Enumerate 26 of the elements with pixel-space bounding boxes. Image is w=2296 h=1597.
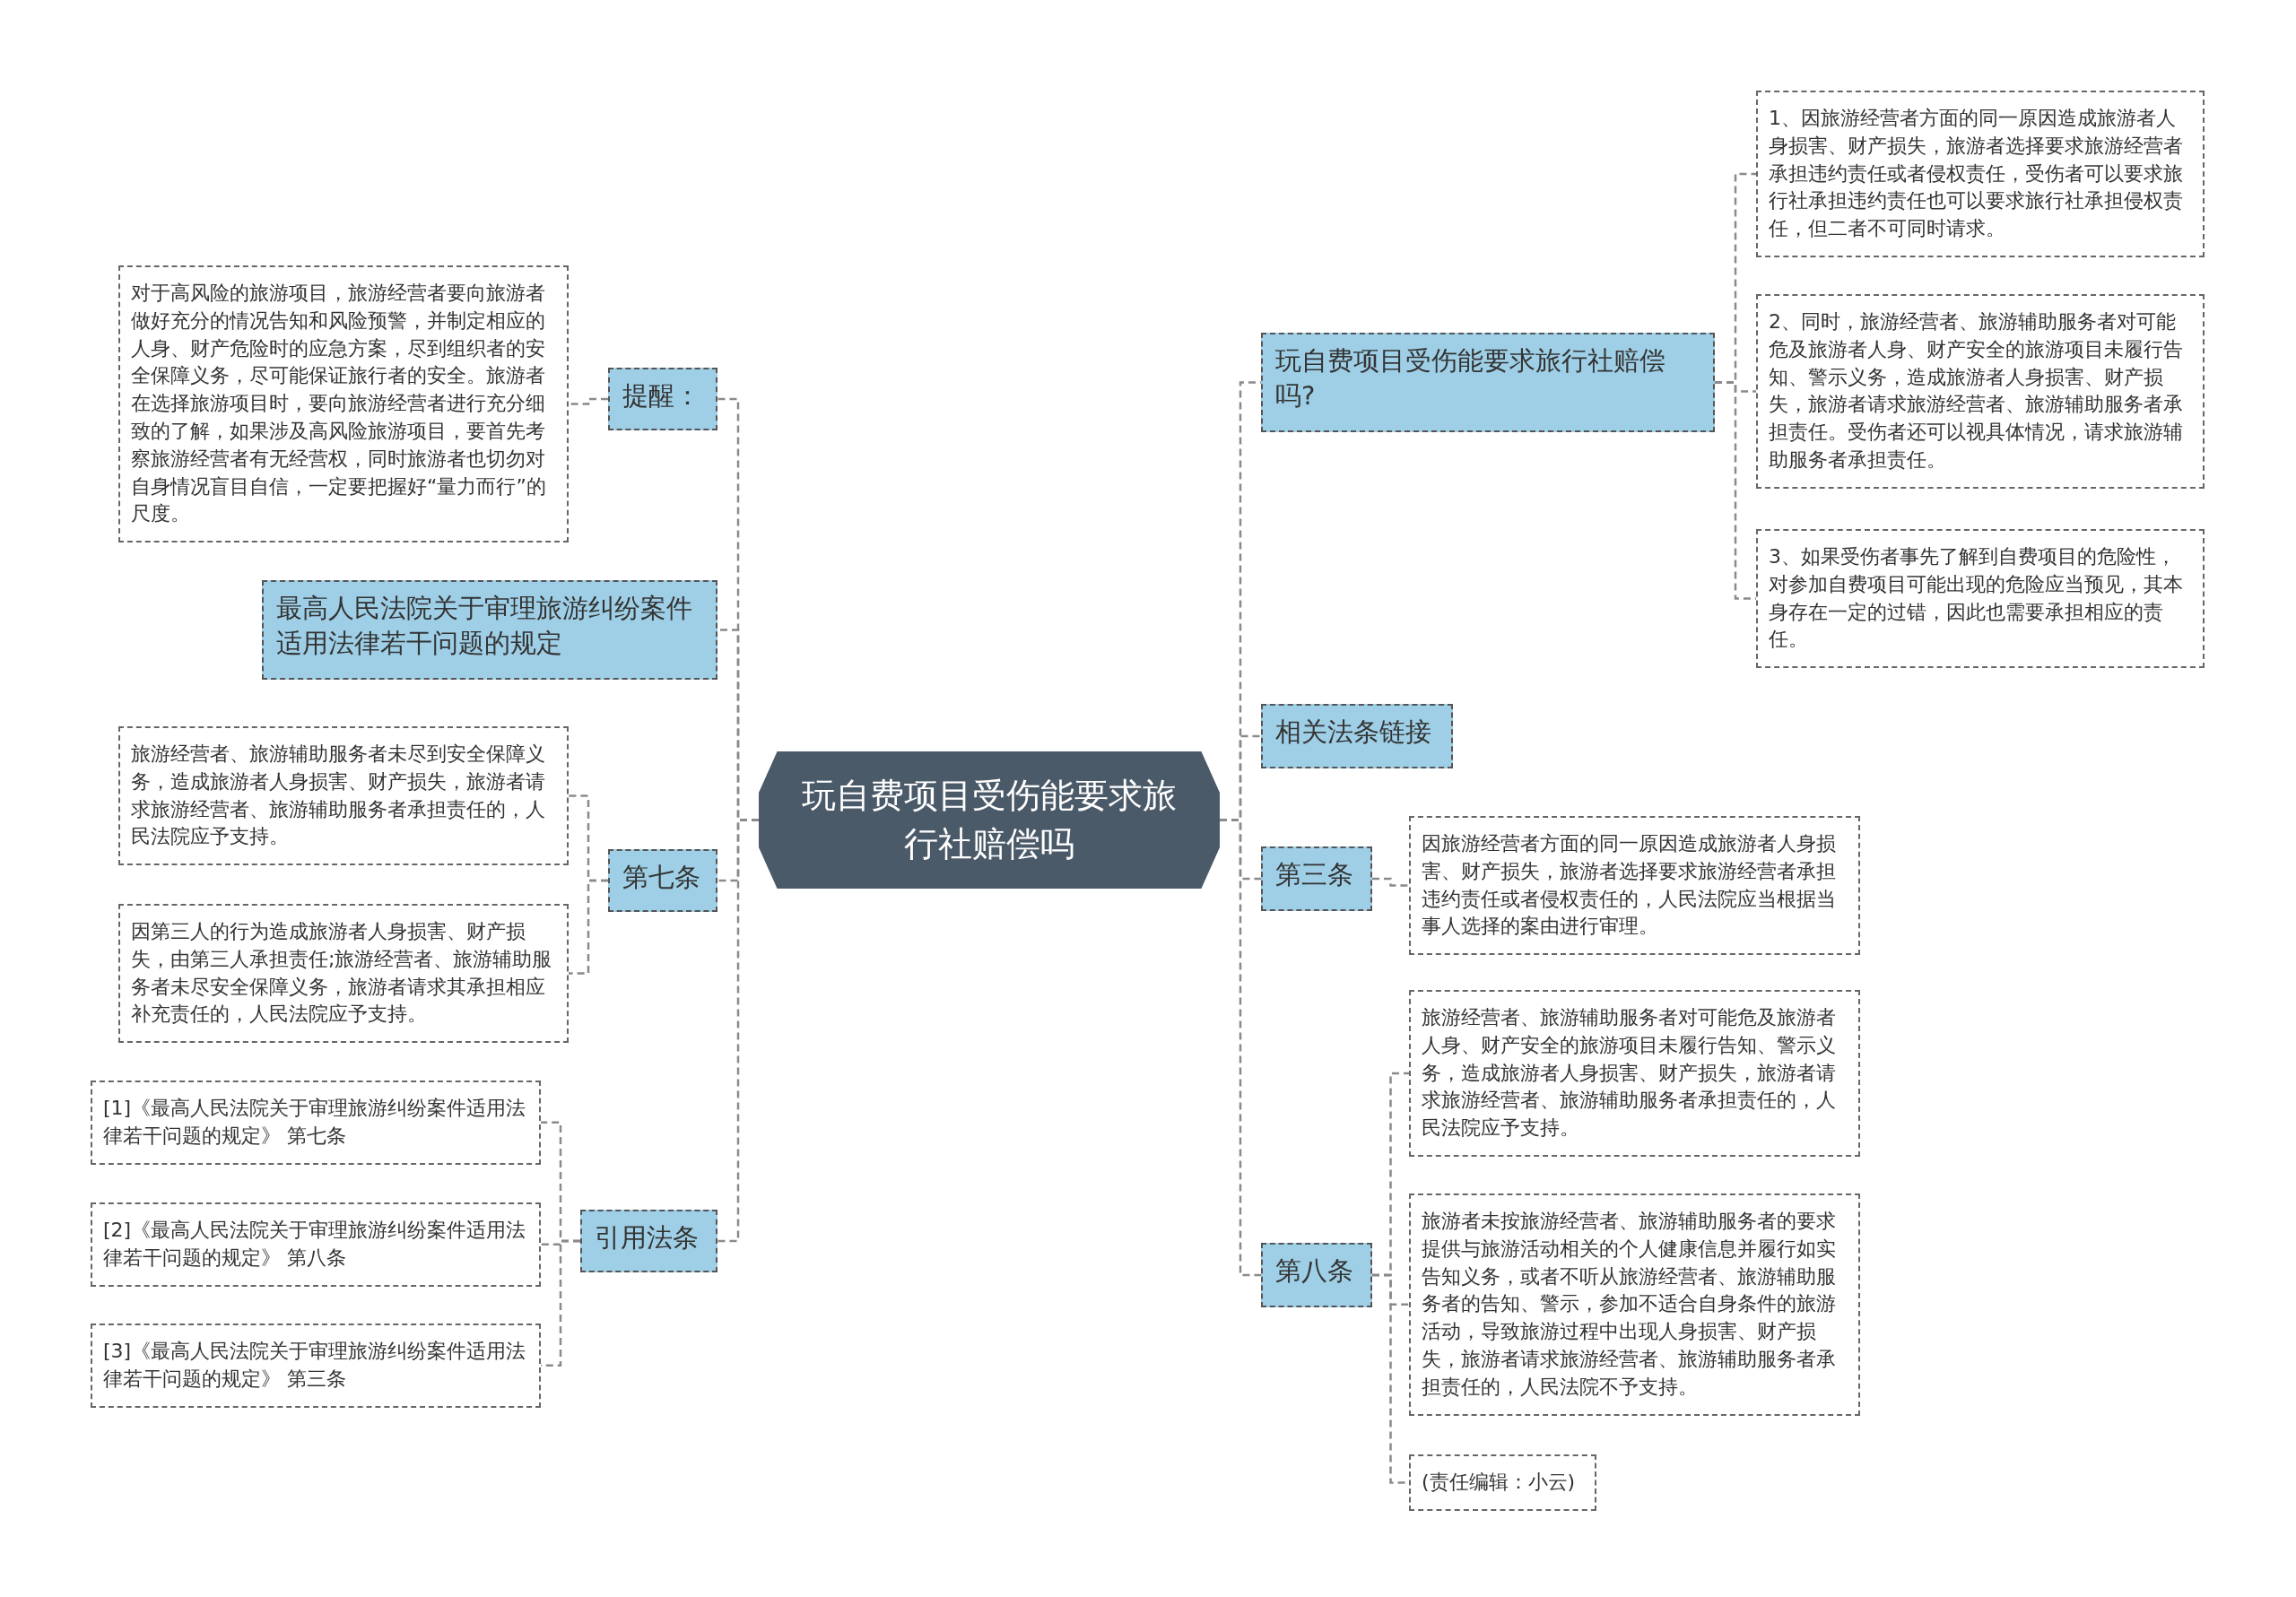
note-card: 2、同时，旅游经营者、旅游辅助服务者对可能危及旅游者人身、财产安全的旅游项目未履行告知、警示义务，造成旅游者人身损害、财产损失，旅游者请求旅游经营者、旅游辅助服务者承担责任。受伤者还可以视具体情况，请求旅游辅助服务者承担责任。 [1756,294,2205,489]
note-card: 旅游经营者、旅游辅助服务者对可能危及旅游者人身、财产安全的旅游项目未履行告知、警示义务，造成旅游者人身损害、财产损失，旅游者请求旅游经营者、旅游辅助服务者承担责任的，人民法院应予支持。 [1409,990,1860,1157]
topic-box: 第七条 [608,849,718,912]
note-card: 因旅游经营者方面的同一原因造成旅游者人身损害、财产损失，旅游者选择要求旅游经营者承担违约责任或者侵权责任的，人民法院应当根据当事人选择的案由进行审理。 [1409,816,1860,956]
topic-box: 提醒： [608,368,718,430]
note-card: 1、因旅游经营者方面的同一原因造成旅游者人身损害、财产损失，旅游者选择要求旅游经营者承担违约责任或者侵权责任，受伤者可以要求旅行社承担违约责任也可以要求旅行社承担侵权责任，但二者不可同时请求。 [1756,91,2205,257]
topic-box: 第八条 [1261,1243,1372,1307]
note-card: 对于高风险的旅游项目，旅游经营者要向旅游者做好充分的情况告知和风险预警，并制定相应的人身、财产危险时的应急方案，尽到组织者的安全保障义务，尽可能保证旅行者的安全。旅游者在选择旅游项目时，要向旅游经营者进行充分细致的了解，如果涉及高风险旅游项目，要首先考察旅游经营者有无经营权，同时旅游者也切勿对自身情况盲目自信，一定要把握好“量力而行”的尺度。 [118,265,569,543]
topic-box: 相关法条链接 [1261,704,1453,768]
note-card: [3]《最高人民法院关于审理旅游纠纷案件适用法律若干问题的规定》 第三条 [91,1324,541,1408]
topic-box: 引用法条 [580,1210,718,1272]
topic-box: 第三条 [1261,846,1372,911]
note-card: (责任编辑：小云) [1409,1454,1596,1511]
note-card: [2]《最高人民法院关于审理旅游纠纷案件适用法律若干问题的规定》 第八条 [91,1202,541,1287]
connector-line [1715,381,1756,600]
note-card: 旅游经营者、旅游辅助服务者未尽到安全保障义务，造成旅游者人身损害、财产损失，旅游者请求旅游经营者、旅游辅助服务者承担责任的，人民法院应予支持。 [118,726,569,866]
note-card: 旅游者未按旅游经营者、旅游辅助服务者的要求提供与旅游活动相关的个人健康信息并履行如实告知义务，或者不听从旅游经营者、旅游辅助服务者的告知、警示，参加不适合自身条件的旅游活动，导致旅游过程中出现人身损害、财产损失，旅游者请求旅游经营者、旅游辅助服务者承担责任的，人民法院不予支持。 [1409,1193,1860,1416]
central-topic: 玩自费项目受伤能要求旅行社赔偿吗 [759,751,1220,889]
connector-line [569,397,608,405]
topic-box: 最高人民法院关于审理旅游纠纷案件适用法律若干问题的规定 [262,580,718,680]
connector-line [1372,877,1409,887]
connector-line [569,879,608,975]
note-card: 3、如果受伤者事先了解到自费项目的危险性，对参加自费项目可能出现的危险应当预见，其本身存在一定的过错，因此也需要承担相应的责任。 [1756,529,2205,669]
note-card: 因第三人的行为造成旅游者人身损害、财产损失，由第三人承担责任;旅游经营者、旅游辅助服务者未尽安全保障义务，旅游者请求其承担相应补充责任的，人民法院应予支持。 [118,904,569,1044]
topic-box: 玩自费项目受伤能要求旅行社赔偿吗? [1261,333,1715,432]
note-card: [1]《最高人民法院关于审理旅游纠纷案件适用法律若干问题的规定》 第七条 [91,1081,541,1165]
